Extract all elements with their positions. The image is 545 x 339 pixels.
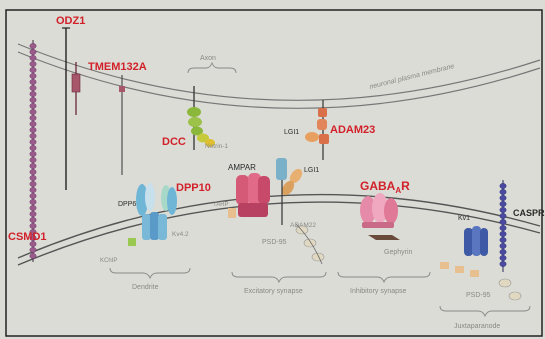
csmd1-domain (30, 217, 36, 222)
csmd1-domain (30, 109, 36, 114)
caspr-domain (500, 243, 506, 248)
csmd1-domain (30, 181, 36, 186)
csmd1-domain (30, 49, 36, 54)
csmd1-domain (30, 253, 36, 258)
csmd1-domain (30, 151, 36, 156)
kv1-protein (464, 226, 488, 256)
caspr-domain (500, 207, 506, 212)
csmd1-domain (30, 79, 36, 84)
csmd1-domain (30, 85, 36, 90)
psd95-juxtaparanode-label: PSD-95 (466, 292, 491, 299)
caspr-domain (500, 237, 506, 242)
caspr-domain (500, 201, 506, 206)
adam23-label: ADAM23 (330, 124, 375, 136)
caspr-domain (500, 195, 506, 200)
juxtaparanode-label: Juxtaparanode (454, 323, 500, 330)
psd95-excitatory-label: PSD-95 (262, 239, 287, 246)
odz1-label: ODZ1 (56, 15, 85, 27)
ampar-label: AMPAR (228, 163, 256, 172)
gabaar-label: GABAAR (360, 179, 410, 195)
lgi1-top-label: LGI1 (284, 129, 299, 136)
caspr-domain (500, 219, 506, 224)
csmd1-domain (30, 247, 36, 252)
csmd1-domain (30, 61, 36, 66)
csmd1-domain (30, 133, 36, 138)
secondary-stem-box (119, 86, 125, 92)
caspr-domain (500, 189, 506, 194)
gabaar-protein (360, 193, 398, 228)
dendrite-label: Dendrite (132, 284, 159, 291)
csmd1-domain (30, 97, 36, 102)
tarp-label: TARP (213, 202, 229, 208)
caspr-domain (500, 225, 506, 230)
csmd1-domain (30, 73, 36, 78)
dpp6-label: DPP6 (118, 201, 136, 208)
csmd1-domain (30, 163, 36, 168)
gephyrin-label: Gephyrin (384, 249, 413, 256)
csmd1-domain (30, 145, 36, 150)
ampar-protein (236, 173, 270, 217)
csmd1-domain (30, 43, 36, 48)
csmd1-domain (30, 205, 36, 210)
csmd1-domain (30, 169, 36, 174)
netrin-label: Netrin-1 (205, 143, 229, 150)
kchip-label: KChIP (100, 258, 117, 264)
csmd1-domain (30, 187, 36, 192)
caspr-domain (500, 183, 506, 188)
tmem132a-label: TMEM132A (88, 61, 147, 73)
csmd1-domain (30, 67, 36, 72)
caspr-domain (500, 249, 506, 254)
caspr-label: CASPR (513, 208, 545, 218)
dcc-label: DCC (162, 136, 186, 148)
inhibitory-label: Inhibitory synapse (350, 288, 407, 295)
caspr-domain (500, 261, 506, 266)
dpp10-label: DPP10 (176, 182, 211, 194)
tmem132a-protein (72, 74, 80, 92)
csmd1-domain (30, 157, 36, 162)
lgi1-bottom-label: LGI1 (304, 167, 319, 174)
caspr-domain (500, 255, 506, 260)
csmd1-domain (30, 211, 36, 216)
kv1-label: Kv1 (458, 215, 470, 222)
csmd1-domain (30, 139, 36, 144)
csmd1-domain (30, 223, 36, 228)
csmd1-domain (30, 103, 36, 108)
csmd1-domain (30, 127, 36, 132)
csmd1-domain (30, 115, 36, 120)
caspr-domain (500, 213, 506, 218)
csmd1-domain (30, 175, 36, 180)
csmd1-domain (30, 193, 36, 198)
axon-label: Axon (200, 55, 216, 62)
kchip-protein (128, 238, 136, 246)
tarp-protein (228, 208, 236, 218)
csmd1-domain (30, 91, 36, 96)
kv42-label: Kv4.2 (172, 231, 189, 238)
kv42-protein (142, 212, 167, 240)
csmd1-domain (30, 121, 36, 126)
csmd1-domain (30, 55, 36, 60)
caspr-domain (500, 231, 506, 236)
adam22-protein (276, 158, 287, 180)
csmd1-label: CSMD1 (8, 231, 47, 243)
csmd1-domain (30, 199, 36, 204)
excitatory-label: Excitatory synapse (244, 288, 303, 295)
